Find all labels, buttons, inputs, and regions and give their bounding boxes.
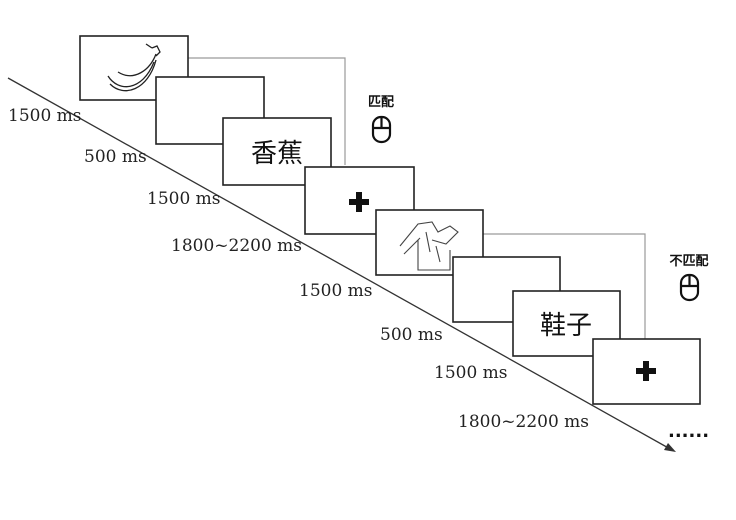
trial-2-sequence: 鞋子 [375,209,701,405]
mouse-icon [371,115,392,144]
timeline-arrow [7,77,676,452]
target-word-1: 香蕉 [251,139,303,169]
target-word-2: 鞋子 [540,311,592,341]
response-connector-2 [482,233,646,340]
response-label-match: 匹配 [368,95,394,110]
response-label-mismatch: 不匹配 [669,254,708,269]
fixation-cross-icon [349,192,369,212]
mouse-icon [679,273,700,302]
duration-label-fixation-1: 1800~2200 ms [171,236,302,256]
duration-label-image-1: 1500 ms [8,106,82,126]
trial-1-sequence: 香蕉 [79,35,415,235]
fixation-cross-icon [636,361,656,381]
fixation-frame-1 [304,166,415,235]
shoe-sketch-icon [399,221,459,271]
response-connector-1 [188,57,346,165]
response-cue-2: 不匹配 [669,254,709,302]
duration-label-image-2: 1500 ms [299,281,373,301]
response-cue-1: 匹配 [368,95,394,144]
word-frame-1: 香蕉 [222,117,332,186]
banana-sketch-icon [107,43,161,92]
duration-label-word-2: 1500 ms [434,363,508,383]
duration-label-blank-1: 500 ms [84,147,147,167]
duration-label-blank-2: 500 ms [380,325,443,345]
duration-label-word-1: 1500 ms [147,189,221,209]
duration-label-fixation-2: 1800~2200 ms [458,412,589,432]
fixation-frame-2 [592,338,701,405]
continuation-ellipsis: ...... [668,421,709,442]
